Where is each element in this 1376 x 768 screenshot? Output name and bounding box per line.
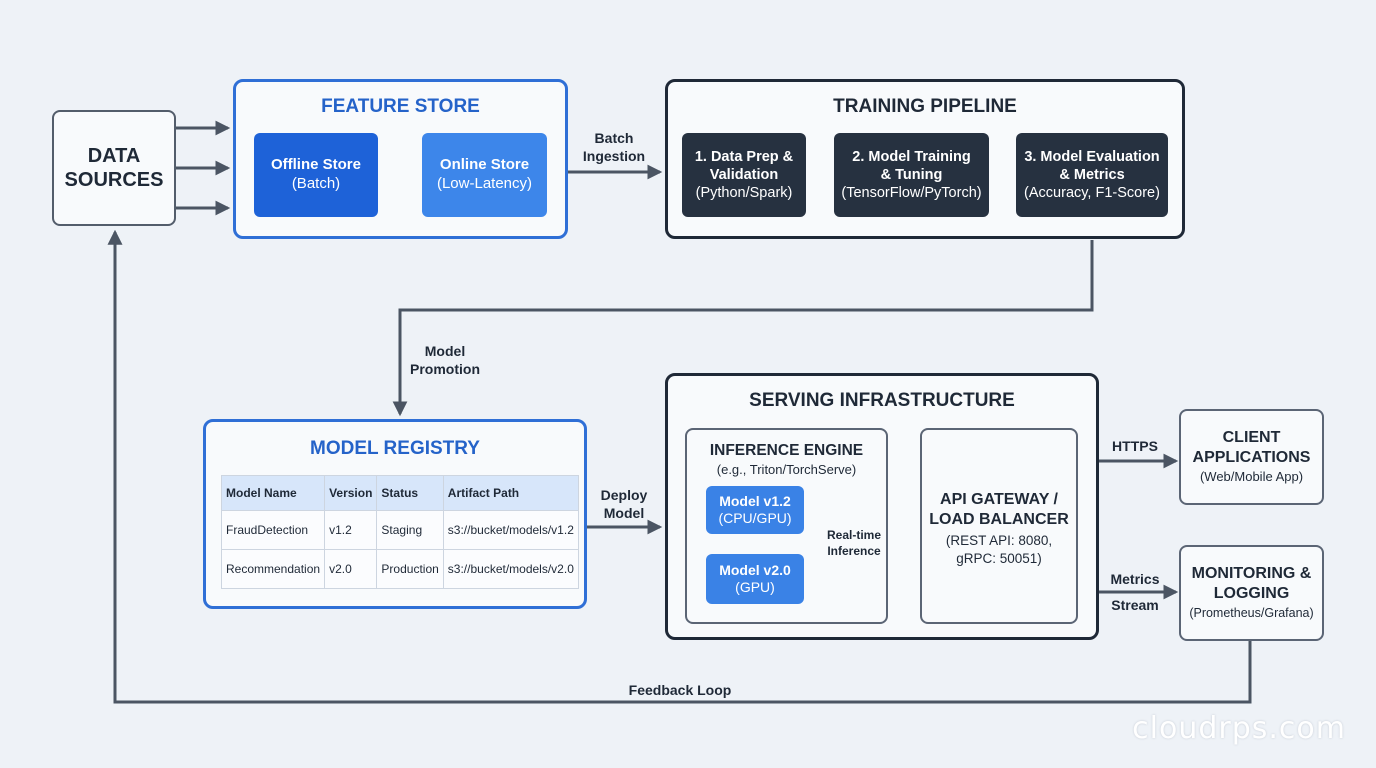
table-row: Recommendation v2.0 Production s3://buck… — [220, 549, 579, 589]
client-applications-detail: (Web/Mobile App) — [1199, 469, 1304, 484]
model-v2-0-chip: Model v2.0 (GPU) — [706, 554, 804, 604]
offline-store-chip: Offline Store (Batch) — [254, 133, 378, 217]
model-v1-2-subtitle: (CPU/GPU) — [718, 510, 792, 526]
model-promotion-label: Model Promotion — [405, 342, 485, 378]
training-step-3-line2: & Metrics — [1059, 166, 1125, 183]
batch-ingestion-line1: Batch — [594, 130, 634, 146]
model-v1-2-title: Model v1.2 — [719, 492, 791, 509]
training-step-3-line1: 3. Model Evaluation — [1024, 148, 1160, 165]
online-store-title: Online Store — [439, 156, 530, 174]
realtime-inference-line1: Real-time — [826, 528, 882, 542]
cell-version: v2.0 — [324, 549, 378, 589]
model-v2-0-title: Model v2.0 — [719, 561, 791, 578]
cell-version: v1.2 — [324, 510, 378, 550]
realtime-inference-line2: Inference — [827, 543, 881, 558]
column-header-version: Version — [324, 475, 378, 511]
cell-model-name: Recommendation — [220, 549, 326, 589]
model-promotion-line2: Promotion — [410, 361, 480, 378]
cell-status: Staging — [376, 510, 444, 550]
training-pipeline-title: TRAINING PIPELINE — [833, 96, 1017, 117]
arrow-feedback-loop — [107, 229, 1252, 704]
data-sources-box: DATA SOURCES — [52, 110, 176, 226]
metrics-stream-line2: Stream — [1111, 597, 1159, 614]
cell-model-name: FraudDetection — [220, 510, 326, 550]
offline-store-title: Offline Store — [270, 156, 361, 174]
training-step-1-line1: 1. Data Prep & — [694, 148, 794, 165]
monitoring-line1: MONITORING & — [1191, 565, 1312, 582]
column-header-artifact-path: Artifact Path — [442, 475, 579, 511]
deploy-model-line2: Model — [603, 505, 645, 522]
model-v1-2-chip: Model v1.2 (CPU/GPU) — [706, 486, 804, 534]
online-store-chip: Online Store (Low-Latency) — [422, 133, 547, 217]
serving-infrastructure-title: SERVING INFRASTRUCTURE — [749, 390, 1015, 411]
batch-ingestion-label: Batch Ingestion — [574, 129, 654, 165]
api-gateway-line1: API GATEWAY / — [940, 491, 1058, 508]
data-sources-title-line1: DATA — [87, 145, 141, 167]
monitoring-line2: LOGGING — [1213, 585, 1290, 602]
online-store-subtitle: (Low-Latency) — [436, 175, 533, 192]
training-step-1-line2: Validation — [709, 166, 779, 183]
deploy-model-label: Deploy Model — [590, 486, 658, 522]
metrics-stream-line1: Metrics — [1110, 571, 1160, 587]
table-row: FraudDetection v1.2 Staging s3://bucket/… — [220, 510, 579, 550]
feature-store-title: FEATURE STORE — [321, 96, 480, 117]
api-gateway-box: API GATEWAY / LOAD BALANCER (REST API: 8… — [920, 428, 1078, 624]
client-applications-box: CLIENT APPLICATIONS (Web/Mobile App) — [1179, 409, 1324, 505]
batch-ingestion-line2: Ingestion — [582, 148, 646, 165]
training-step-3-detail: (Accuracy, F1-Score) — [1024, 185, 1160, 202]
training-step-1: 1. Data Prep & Validation (Python/Spark) — [682, 133, 806, 217]
column-header-model-name: Model Name — [220, 475, 326, 511]
offline-store-subtitle: (Batch) — [291, 175, 341, 192]
model-v2-0-subtitle: (GPU) — [735, 579, 775, 595]
training-step-2-line2: & Tuning — [880, 166, 943, 183]
table-header-row: Model Name Version Status Artifact Path — [220, 475, 579, 511]
cell-status: Production — [376, 549, 444, 589]
deploy-model-line1: Deploy — [600, 487, 648, 503]
watermark: cloudrps.com — [1132, 711, 1346, 746]
training-step-1-detail: (Python/Spark) — [695, 185, 793, 202]
training-step-3: 3. Model Evaluation & Metrics (Accuracy,… — [1016, 133, 1168, 217]
client-applications-line1: CLIENT — [1222, 429, 1281, 446]
https-label: HTTPS — [1112, 438, 1158, 454]
api-gateway-detail1: (REST API: 8080, — [945, 533, 1053, 548]
training-step-2: 2. Model Training & Tuning (TensorFlow/P… — [834, 133, 989, 217]
feedback-loop-label: Feedback Loop — [628, 682, 732, 698]
model-registry-title: MODEL REGISTRY — [310, 438, 480, 459]
cell-artifact-path: s3://bucket/models/v2.0 — [442, 549, 579, 589]
client-applications-line2: APPLICATIONS — [1192, 449, 1311, 466]
data-sources-title-line2: SOURCES — [64, 169, 164, 191]
cell-artifact-path: s3://bucket/models/v1.2 — [442, 510, 579, 550]
monitoring-logging-box: MONITORING & LOGGING (Prometheus/Grafana… — [1179, 545, 1324, 641]
inference-engine-title: INFERENCE ENGINE — [709, 442, 864, 459]
api-gateway-line2: LOAD BALANCER — [929, 511, 1069, 528]
training-step-2-line1: 2. Model Training — [852, 148, 971, 165]
model-registry-table: Model Name Version Status Artifact Path … — [220, 475, 579, 589]
inference-engine-subtitle: (e.g., Triton/TorchServe) — [716, 462, 857, 477]
realtime-inference-label: Real-time Inference — [822, 528, 886, 559]
monitoring-detail: (Prometheus/Grafana) — [1189, 606, 1314, 620]
training-step-2-detail: (TensorFlow/PyTorch) — [841, 185, 982, 202]
model-promotion-line1: Model — [424, 343, 466, 359]
api-gateway-detail2: gRPC: 50051) — [956, 551, 1042, 566]
arrow-model-promotion — [392, 240, 1094, 417]
column-header-status: Status — [376, 475, 444, 511]
metrics-stream-label: Metrics Stream — [1100, 570, 1170, 614]
